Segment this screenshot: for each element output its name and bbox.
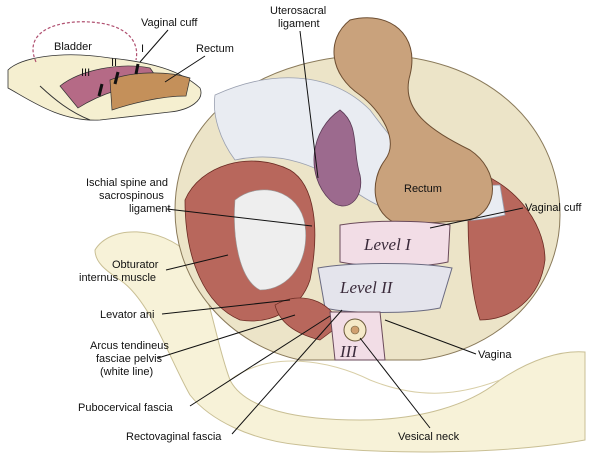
inset-rectum <box>109 72 191 111</box>
vesical-neck-label: Vesical neck <box>398 431 460 443</box>
inset-level-iii-mark: III <box>81 67 90 79</box>
rectum-label: Rectum <box>404 183 442 195</box>
rectum <box>333 17 493 226</box>
arcus-tendineus-label: Arcus tendineus fasciae pelvis (white li… <box>90 340 172 378</box>
ischial-spine-label: Ischial spine and sacrospinous ligament <box>86 177 171 215</box>
levator-ani-leader <box>161 299 291 315</box>
callouts: Uterosacral ligament Rectum Vaginal cuff… <box>78 5 582 443</box>
levator-ani-label: Levator ani <box>100 309 154 321</box>
arcus-tendineus-leader <box>157 314 296 359</box>
level-iii-tag: III <box>339 342 358 361</box>
vaginal-cuff-label: Vaginal cuff <box>525 202 582 214</box>
pubocervical-fascia-leader <box>189 315 331 407</box>
vaginal-cuff-leader <box>429 207 524 229</box>
inset-level-i-mark: I <box>141 43 144 55</box>
pelvic-bone <box>94 231 586 453</box>
pubocervical-fascia-label: Pubocervical fascia <box>78 402 174 414</box>
inset-rectum-leader <box>164 55 206 83</box>
obturator-internus-label: Obturator internus muscle <box>79 259 162 284</box>
rectovaginal-fascia-leader <box>231 309 343 435</box>
inset-vaginal-cuff-leader <box>139 29 169 63</box>
inset-mark-iii-bar <box>97 83 104 97</box>
uterosacral-ligament-leader <box>299 30 319 179</box>
pubic-arch <box>229 360 501 394</box>
rectovaginal-fascia-label: Rectovaginal fascia <box>126 431 222 443</box>
uterosacral-ligament-label: Uterosacral ligament <box>270 5 329 30</box>
inset-vaginal-cuff-label: Vaginal cuff <box>141 17 198 29</box>
level-ii-tag: Level II <box>339 278 394 297</box>
inset-mark-ii-bar <box>113 71 120 85</box>
posterior-cul-de-sac <box>313 109 362 207</box>
obturator-tendon <box>234 189 307 291</box>
urethral-opening <box>350 325 360 335</box>
level-ii-plate <box>317 263 453 313</box>
vagina-leader <box>384 319 477 355</box>
inset-mark-i-bar <box>134 63 140 75</box>
inset-bladder-outline <box>32 21 138 63</box>
main-illustration: Level I Level II III <box>94 17 586 453</box>
vagina-label: Vagina <box>478 349 512 361</box>
obturator-internus-leader <box>165 254 229 271</box>
inset-sagittal-diagram: Bladder Vaginal cuff Rectum I II III <box>7 17 234 121</box>
level-i-tag: Level I <box>363 235 412 254</box>
inset-bladder-label: Bladder <box>54 41 92 53</box>
inset-urethra <box>39 85 91 121</box>
inset-rectum-label: Rectum <box>196 43 234 55</box>
vesical-neck-leader <box>359 337 431 429</box>
inset-level-ii-mark: II <box>111 57 117 69</box>
ischial-spine-leader <box>166 208 313 227</box>
